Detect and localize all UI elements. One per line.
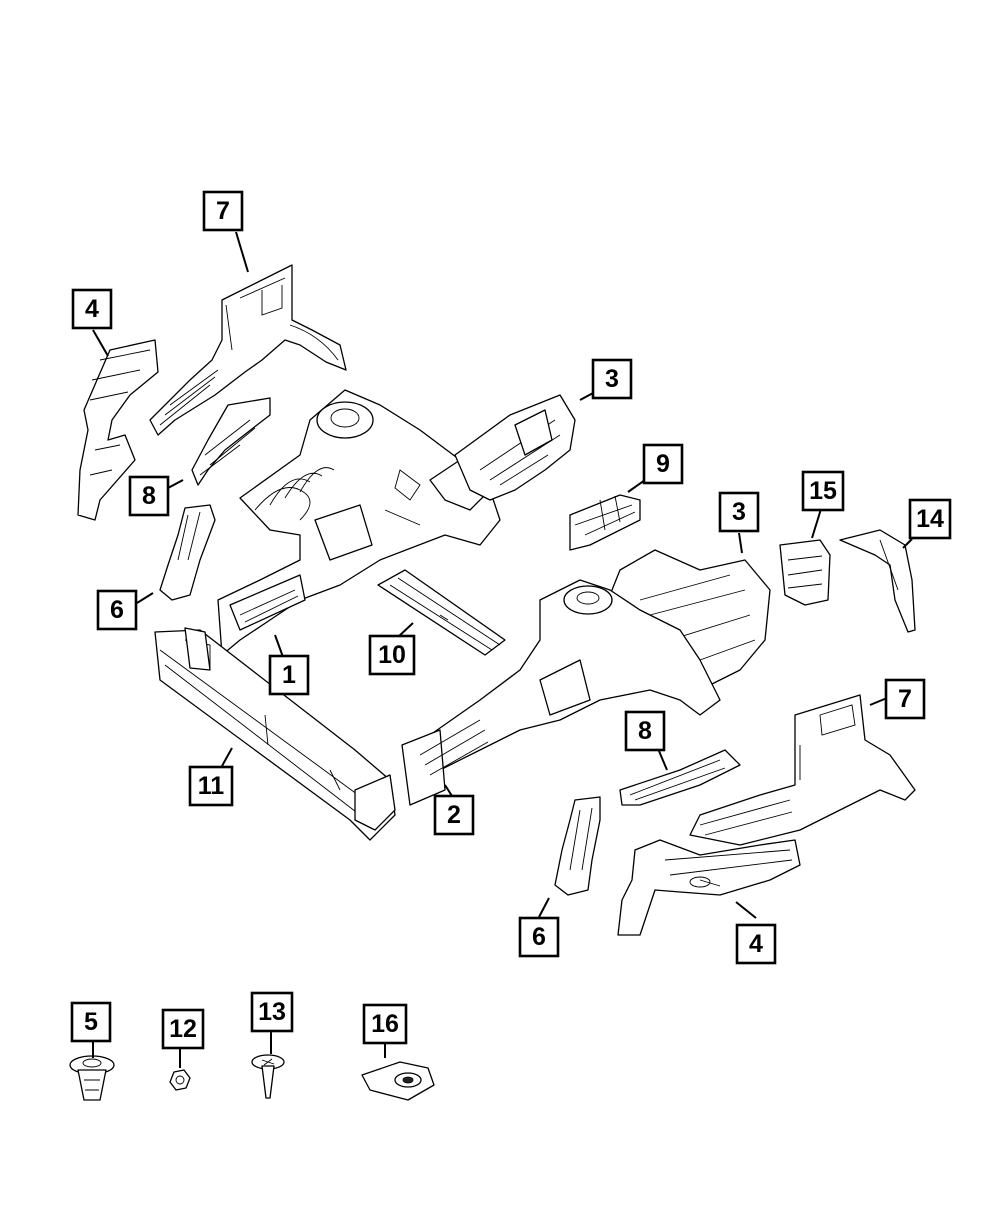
- callout-label: 12: [169, 1015, 197, 1043]
- part-12-nut: [169, 1069, 191, 1091]
- callout-label: 3: [605, 365, 619, 393]
- callout-label: 13: [258, 998, 286, 1026]
- callout-4-upper: 4: [71, 288, 113, 330]
- callout-13: 13: [250, 991, 294, 1033]
- callout-8-lower: 8: [624, 710, 666, 752]
- part-6-lower-pillar: [554, 796, 601, 896]
- part-1-front-floor-assembly: [217, 389, 521, 656]
- callout-label: 2: [447, 801, 461, 829]
- callout-5: 5: [70, 1001, 112, 1043]
- part-7-upper-wheelhouse: [149, 264, 347, 436]
- callout-label: 11: [198, 772, 225, 800]
- part-11-front-bumper-beam: [154, 627, 396, 841]
- part-4-lower-rail-extension: [617, 839, 801, 936]
- callout-label: 6: [110, 596, 124, 624]
- callout-label: 14: [916, 505, 944, 533]
- callout-label: 16: [371, 1010, 399, 1038]
- callout-label: 5: [84, 1008, 98, 1036]
- leader-lines: [92, 231, 913, 1068]
- part-8-upper-inner-panel: [191, 397, 271, 486]
- callout-8-upper: 8: [128, 475, 170, 517]
- callout-label: 4: [749, 930, 763, 958]
- callout-6-upper: 6: [96, 589, 138, 631]
- callout-3-lower: 3: [718, 491, 760, 533]
- part-5-push-pin: [69, 1055, 115, 1101]
- part-4-upper-rail-extension: [77, 339, 159, 521]
- callout-label: 7: [898, 685, 912, 713]
- callout-label: 15: [809, 477, 837, 505]
- callout-3-upper: 3: [591, 358, 633, 400]
- callout-label: 9: [656, 450, 670, 478]
- part-14-reinforcement: [839, 529, 916, 633]
- callout-label: 8: [638, 717, 652, 745]
- part-7-lower-wheelhouse: [689, 694, 916, 846]
- callout-label: 6: [532, 923, 546, 951]
- part-13-screw: [251, 1054, 285, 1099]
- part-16-plate: [361, 1061, 435, 1101]
- callout-10: 10: [368, 634, 416, 676]
- callout-label: 4: [85, 295, 99, 323]
- part-6-upper-pillar: [159, 504, 216, 601]
- callout-15: 15: [801, 470, 845, 512]
- callout-label: 8: [142, 482, 156, 510]
- part-9-crossmember: [569, 494, 641, 551]
- callout-7-lower: 7: [884, 678, 926, 720]
- callout-7-upper: 7: [202, 190, 244, 232]
- callout-12: 12: [161, 1008, 205, 1050]
- callout-14: 14: [908, 498, 952, 540]
- callout-label: 1: [282, 661, 296, 689]
- callout-label: 10: [378, 641, 406, 669]
- callout-2: 2: [433, 794, 475, 836]
- part-15-bracket: [779, 539, 831, 606]
- callout-6-lower: 6: [518, 916, 560, 958]
- part-10-floor-channel: [377, 569, 506, 656]
- part-8-lower-inner-panel: [619, 749, 741, 806]
- callout-1: 1: [268, 654, 310, 696]
- part-2-right-floor-assembly: [401, 579, 721, 806]
- callout-label: 3: [732, 498, 746, 526]
- callout-11: 11: [188, 765, 234, 807]
- part-3-upper-rear-rail: [454, 394, 576, 501]
- callout-label: 7: [216, 197, 230, 225]
- callout-9: 9: [642, 443, 684, 485]
- callout-16: 16: [362, 1003, 408, 1045]
- callout-4-lower: 4: [735, 923, 777, 965]
